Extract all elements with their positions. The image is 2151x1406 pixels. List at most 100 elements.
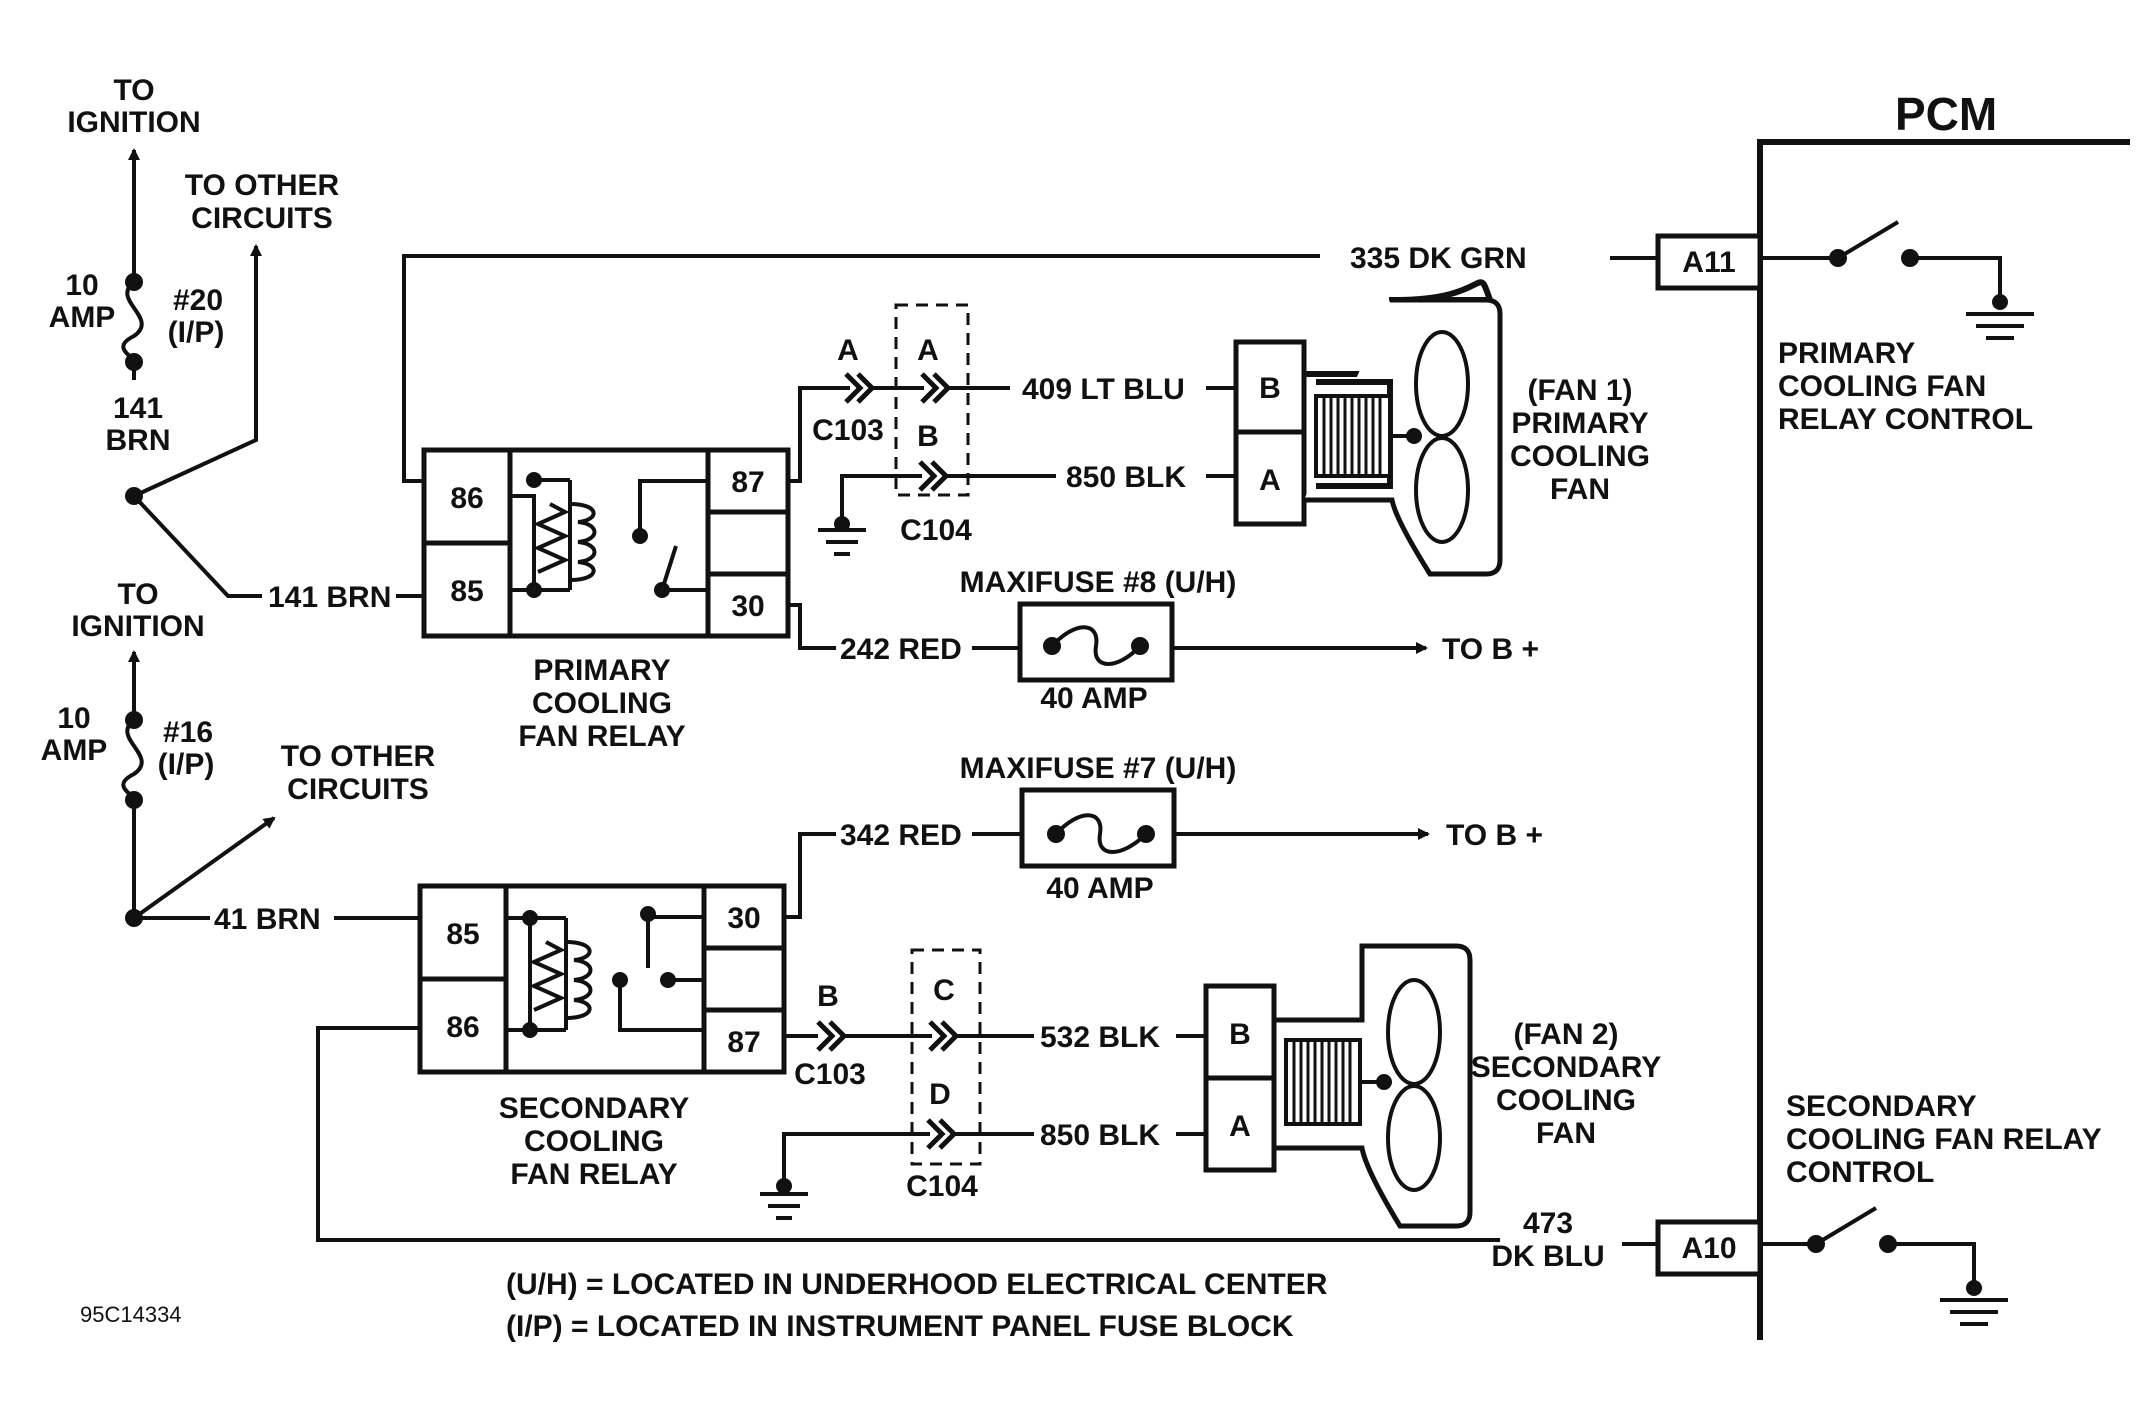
secondary-relay-label-3: FAN RELAY — [510, 1158, 677, 1191]
primary-relay-pin-85: 85 — [450, 575, 483, 608]
fan2-label-4: FAN — [1536, 1117, 1596, 1150]
secondary-cooling-fan-relay: 85 86 30 87 SECONDARY COOLING FAN RELAY — [417, 883, 787, 1191]
primary-relay-pin-30: 30 — [731, 590, 764, 623]
primary-relay-pin-87: 87 — [731, 466, 764, 499]
fuse20-ignition-label: IGNITION — [67, 106, 200, 139]
maxifuse7-amp: 40 AMP — [1046, 872, 1153, 905]
fuse20-other-label-2: CIRCUITS — [191, 202, 333, 235]
legend-underhood: (U/H) = LOCATED IN UNDERHOOD ELECTRICAL … — [506, 1268, 1328, 1301]
wire-409-lt-blu: 409 LT BLU — [788, 372, 1236, 483]
fuse16-location: (I/P) — [158, 748, 215, 781]
secondary-relay-label-2: COOLING — [524, 1125, 664, 1158]
fuse-16-circuit: TO IGNITION 10 AMP #16 (I/P) TO OTHER CI… — [41, 578, 436, 936]
pcm-title: PCM — [1895, 88, 1997, 140]
pcm-pin-a11 — [1655, 233, 1763, 291]
pcm-secondary-label-1: SECONDARY — [1786, 1090, 1977, 1123]
primary-relay-label-3: FAN RELAY — [518, 720, 685, 753]
pcm-primary-label-3: RELAY CONTROL — [1778, 403, 2033, 436]
fan1-label-1: (FAN 1) — [1528, 374, 1633, 407]
wire-850-secondary-label: 850 BLK — [1040, 1119, 1160, 1152]
fuse16-ignition-label: IGNITION — [71, 610, 204, 643]
secondary-c104-label: C104 — [906, 1170, 978, 1203]
maxifuse7-title: MAXIFUSE #7 (U/H) — [960, 752, 1237, 785]
wire-335-dk-grn: 335 DK GRN — [402, 242, 1658, 483]
fuse20-amp-unit: AMP — [49, 301, 116, 334]
pcm-primary-switch — [1760, 220, 2034, 340]
wire-532-label: 532 BLK — [1040, 1021, 1160, 1054]
wire-850-primary-label: 850 BLK — [1066, 461, 1186, 494]
primary-relay-pin-86: 86 — [450, 482, 483, 515]
primary-relay-label-2: COOLING — [532, 687, 672, 720]
wire-473-color: DK BLU — [1491, 1240, 1604, 1273]
secondary-relay-pin-86: 86 — [446, 1011, 479, 1044]
secondary-relay-pin-85: 85 — [446, 918, 479, 951]
maxifuse8-title: MAXIFUSE #8 (U/H) — [960, 566, 1237, 599]
diagram-code: 95C14334 — [80, 1302, 182, 1327]
primary-relay-label-1: PRIMARY — [533, 654, 670, 687]
fuse16-amp-value: 10 — [57, 702, 90, 735]
c104-cavity-b: B — [917, 420, 939, 453]
fuse20-to-label: TO — [113, 74, 154, 107]
primary-c104-outline — [894, 303, 970, 497]
primary-c104-label: C104 — [900, 514, 972, 547]
c103-cavity-a: A — [837, 334, 859, 367]
fan2-label-1: (FAN 2) — [1514, 1018, 1619, 1051]
maxifuse8-dest: TO B + — [1442, 633, 1539, 666]
c103-cavity-b: B — [817, 980, 839, 1013]
pcm-secondary-switch — [1760, 1206, 2008, 1326]
fan-2-motor: B A (FAN 2) SECONDARY COOLING FAN — [1203, 943, 1662, 1229]
primary-cooling-fan-relay: 86 85 87 30 PRIMARY COOLING FAN RELAY — [421, 447, 791, 753]
c104-cavity-a: A — [917, 334, 939, 367]
wire-850-blk-secondary: 850 BLK — [760, 1118, 1206, 1220]
primary-c103-label: C103 — [812, 414, 884, 447]
pcm-primary-label-2: COOLING FAN — [1778, 370, 1986, 403]
c104-cavity-c: C — [933, 974, 955, 1007]
fuse16-other-label-1: TO OTHER — [281, 740, 436, 773]
secondary-relay-pin-87: 87 — [727, 1026, 760, 1059]
pcm-primary-label-1: PRIMARY — [1778, 337, 1915, 370]
fan-1-motor: B A (FAN 1) PRIMARY COOLING FAN — [1233, 279, 1650, 577]
fuse20-location: (I/P) — [168, 316, 225, 349]
fan2-label-2: SECONDARY — [1471, 1051, 1662, 1084]
fuse20-other-label-1: TO OTHER — [185, 169, 340, 202]
wire-41-brn-label: 41 BRN — [214, 903, 321, 936]
fan2-label-3: COOLING — [1496, 1084, 1636, 1117]
wire-473-number: 473 — [1523, 1207, 1573, 1240]
pcm-secondary-label-3: CONTROL — [1786, 1156, 1934, 1189]
wire-242-red: 242 RED MAXIFUSE #8 (U/H) 40 AMP TO B + — [788, 566, 1539, 715]
fan2-pin-b: B — [1229, 1018, 1251, 1051]
fan2-pin-a: A — [1229, 1110, 1251, 1143]
fan1-pin-a: A — [1259, 464, 1281, 497]
fuse20-wire-color: BRN — [106, 424, 171, 457]
pcm-pin-a10 — [1655, 1219, 1763, 1277]
fuse16-to-label: TO — [117, 578, 158, 611]
fuse20-amp-value: 10 — [65, 269, 98, 302]
wire-342-label: 342 RED — [840, 819, 962, 852]
secondary-c103-label: C103 — [794, 1058, 866, 1091]
wire-473-dk-blu: 473 DK BLU — [316, 1026, 1658, 1273]
fan1-label-2: PRIMARY — [1511, 407, 1648, 440]
fuse-20-circuit: TO IGNITION 10 AMP #20 (I/P) 141 BRN TO … — [49, 74, 424, 614]
fan1-label-4: FAN — [1550, 473, 1610, 506]
wire-532-blk: 532 BLK — [784, 1020, 1206, 1054]
fuse16-other-label-2: CIRCUITS — [287, 773, 429, 806]
maxifuse8-amp: 40 AMP — [1040, 682, 1147, 715]
fuse20-wire-number: 141 — [113, 392, 163, 425]
maxifuse7-dest: TO B + — [1446, 819, 1543, 852]
wire-141-brn-label: 141 BRN — [268, 581, 391, 614]
fan1-label-3: COOLING — [1510, 440, 1650, 473]
wire-342-red: 342 RED MAXIFUSE #7 (U/H) 40 AMP TO B + — [784, 752, 1543, 919]
fan1-pin-b: B — [1259, 372, 1281, 405]
secondary-relay-pin-30: 30 — [727, 902, 760, 935]
fuse16-amp-unit: AMP — [41, 734, 108, 767]
c104-cavity-d: D — [929, 1078, 951, 1111]
secondary-relay-label-1: SECONDARY — [499, 1092, 690, 1125]
fuse20-number: #20 — [173, 284, 223, 317]
fuse16-number: #16 — [163, 716, 213, 749]
wire-409-label: 409 LT BLU — [1022, 373, 1185, 406]
wire-242-label: 242 RED — [840, 633, 962, 666]
pcm-pin-a11-label: A11 — [1682, 246, 1735, 279]
wire-335-label: 335 DK GRN — [1350, 242, 1527, 275]
wire-850-blk-primary: 850 BLK — [818, 460, 1236, 556]
